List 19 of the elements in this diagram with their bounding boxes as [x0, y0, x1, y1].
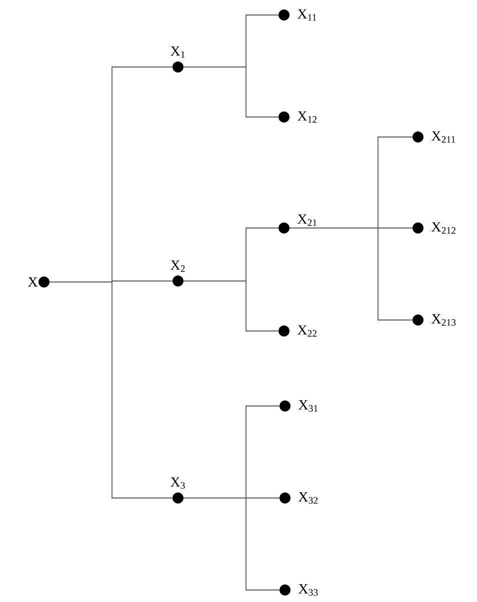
connector-line: [49, 282, 173, 498]
connector-line: [183, 66, 279, 118]
node-label: X$_{31}$: [298, 400, 318, 412]
node-label: X$_{213}$: [432, 314, 456, 326]
node-label: X$_{2}$: [170, 260, 185, 272]
node-label: X$_{12}$: [298, 111, 317, 123]
node-label: X$_{212}$: [432, 222, 456, 234]
node-label: X$_{3}$: [170, 477, 185, 489]
node-label: X$_{11}$: [298, 9, 316, 21]
node-label: X$_{33}$: [298, 584, 318, 596]
node-label: X: [28, 277, 38, 287]
node-label: X$_{21}$: [298, 214, 317, 226]
node-label: X$_{1}$: [170, 46, 185, 58]
node-label: X$_{32}$: [298, 492, 318, 504]
node-label: X$_{22}$: [298, 325, 317, 337]
connector-line: [183, 498, 280, 590]
connector-line: [183, 280, 279, 332]
node-label: X$_{211}$: [432, 131, 456, 143]
connector-line: [289, 228, 413, 320]
